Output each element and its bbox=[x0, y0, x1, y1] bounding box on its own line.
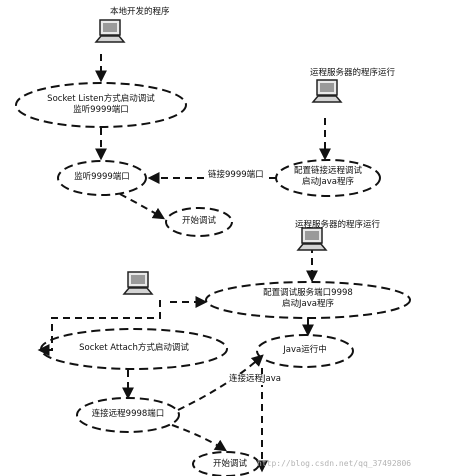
connect-9999-label: 链接9999端口 bbox=[208, 170, 264, 181]
debug-port-node-label: 配置调试服务端口9998 启动Java程序 bbox=[238, 288, 378, 310]
debug-port-line1: 配置调试服务端口9998 bbox=[263, 288, 353, 298]
watermark: http://blog.csdn.net/qq_37492806 bbox=[257, 459, 412, 468]
arrow-port-to-start bbox=[119, 193, 166, 220]
start-debug-1-shape bbox=[165, 207, 233, 237]
connect-9998-node-label: 连接远程9998端口 bbox=[91, 409, 165, 419]
listen-port-node-label: 监听9999端口 bbox=[74, 172, 130, 182]
arrow-laptop-to-attach bbox=[37, 300, 161, 356]
arrow-9998-to-start bbox=[171, 424, 228, 452]
listen-port-node-shape bbox=[57, 160, 147, 196]
remote-config-line2: 启动Java程序 bbox=[302, 177, 354, 187]
connect-remote-java-label: 连接远程Java bbox=[229, 374, 281, 385]
attach-node-label: Socket Attach方式启动调试 bbox=[79, 343, 189, 353]
remote-config-node-label: 配置链接远程调试 启动Java程序 bbox=[281, 166, 375, 188]
start-debug-1-label: 开始调试 bbox=[181, 216, 216, 226]
attach-laptop-icon bbox=[122, 271, 154, 295]
local-laptop-icon bbox=[94, 19, 126, 43]
remote-laptop-icon-1 bbox=[311, 79, 343, 103]
remote-label-1: 运程服务器的程序运行 bbox=[310, 68, 396, 78]
arrow-9998-to-java bbox=[177, 354, 264, 411]
listen-node-line2: 监听9999端口 bbox=[73, 105, 129, 115]
remote-laptop-icon-2 bbox=[296, 227, 328, 251]
java-running-node-label: Java运行中 bbox=[283, 345, 327, 355]
top-label: 本地开发的程序 bbox=[110, 7, 170, 17]
start-debug-2-label: 开始调试 bbox=[213, 459, 248, 470]
listen-node-label: Socket Listen方式启动调试 监听9999端口 bbox=[21, 94, 181, 116]
debug-port-line2: 启动Java程序 bbox=[282, 299, 334, 309]
listen-node-shape bbox=[15, 82, 187, 128]
listen-node-line1: Socket Listen方式启动调试 bbox=[47, 94, 155, 104]
remote-config-line1: 配置链接远程调试 bbox=[293, 166, 362, 176]
remote-label-2: 运程服务器的程序运行 bbox=[295, 220, 381, 230]
